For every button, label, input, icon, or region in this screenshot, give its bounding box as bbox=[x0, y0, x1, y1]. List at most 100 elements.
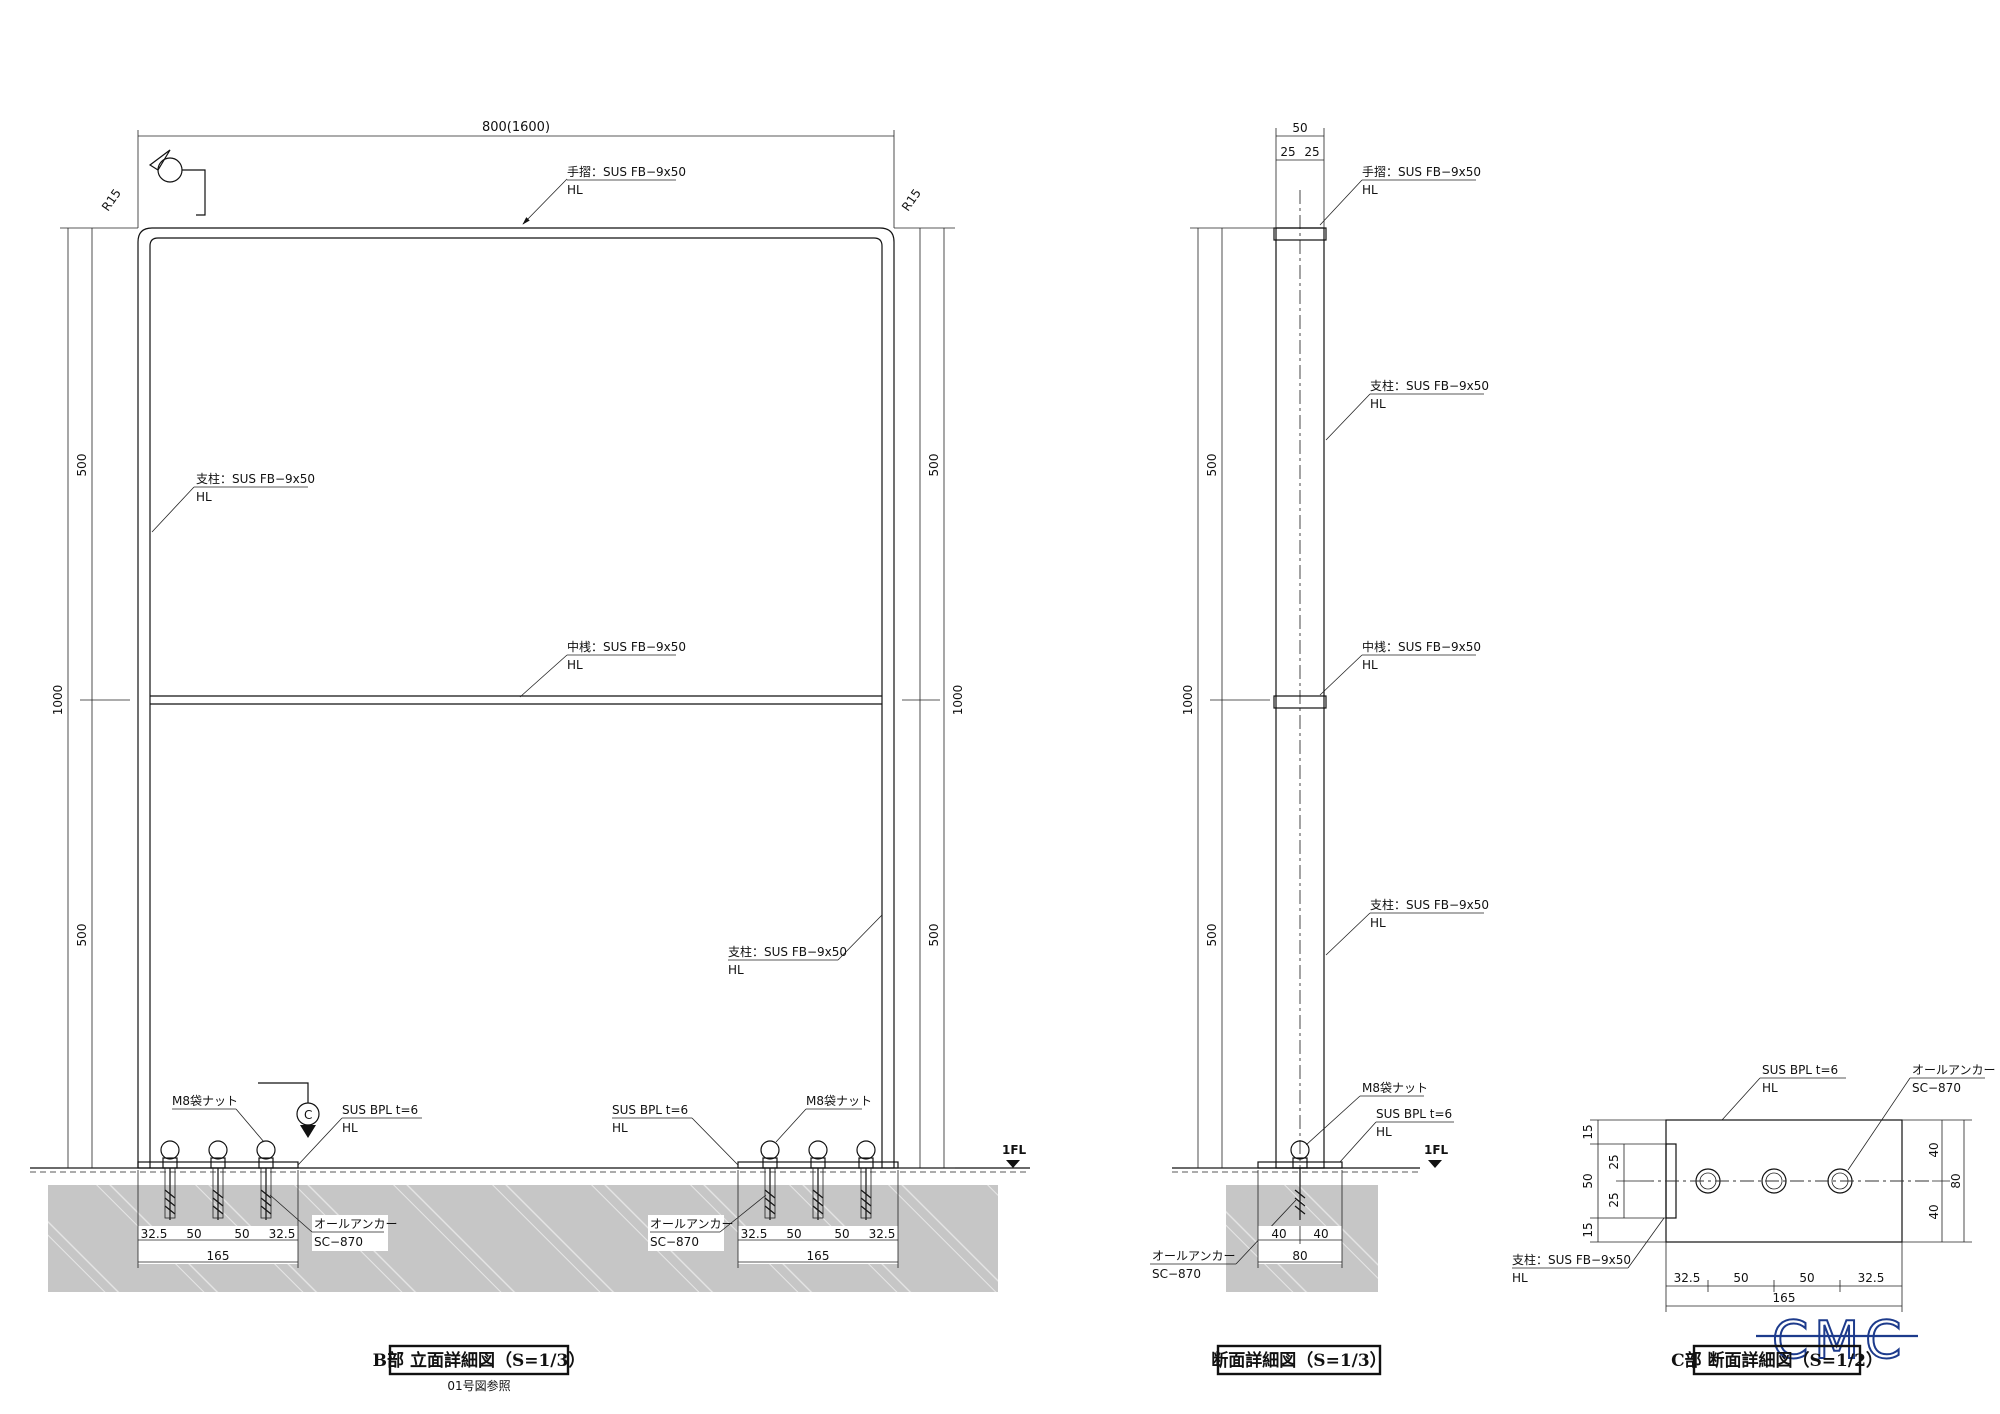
detc-right-dim-0: 40 bbox=[1927, 1142, 1941, 1157]
detail-c-bottom-dims: 32.5 50 50 32.5 165 bbox=[1665, 1242, 1903, 1312]
left-dim-total: 1000 bbox=[51, 685, 65, 716]
base-dims-right: 32.5 50 50 32.5 165 bbox=[737, 1170, 899, 1268]
elev-anchor-right-label: オールアンカー bbox=[650, 1217, 734, 1231]
cmc-logo: CMC bbox=[1756, 1310, 1918, 1372]
elev-plate-left-label: SUS BPL t=6 bbox=[342, 1103, 418, 1117]
elev-plate-right-finish: HL bbox=[612, 1121, 628, 1135]
detc-anchor-label: オールアンカー bbox=[1912, 1063, 1996, 1077]
elevation-title-box bbox=[388, 1344, 570, 1376]
sec-midrail-finish: HL bbox=[1362, 658, 1378, 672]
detc-left-dim-0: 15 bbox=[1581, 1124, 1595, 1139]
elevation-title: B部 立面詳細図（S=1/3） bbox=[373, 1350, 586, 1371]
detc-bottom-dim-2: 50 bbox=[1799, 1271, 1814, 1285]
anchor-bolts-right bbox=[760, 1140, 876, 1220]
sec-handrail-label: 手摺：SUS FB−9x50 bbox=[1362, 164, 1481, 179]
base-dim-right-0: 32.5 bbox=[741, 1227, 768, 1241]
section-base-total: 80 bbox=[1292, 1249, 1307, 1263]
frame-inner bbox=[149, 237, 883, 1168]
sec-midrail-label: 中桟：SUS FB−9x50 bbox=[1362, 639, 1481, 654]
elev-midrail-label: 中桟：SUS FB−9x50 bbox=[567, 639, 686, 654]
detc-plate-finish: HL bbox=[1762, 1081, 1778, 1095]
detc-post-label: 支柱：SUS FB−9x50 bbox=[1512, 1252, 1631, 1267]
floor-label-section: 1FL bbox=[1424, 1143, 1449, 1157]
section-base-dim-0: 40 bbox=[1271, 1227, 1286, 1241]
elevation-view: 800(1600) R15 R15 500 500 1000 500 bbox=[30, 120, 1030, 1393]
detc-post-finish: HL bbox=[1512, 1271, 1528, 1285]
base-total-right: 165 bbox=[807, 1249, 830, 1263]
detc-bottom-dim-1: 50 bbox=[1733, 1271, 1748, 1285]
sec-plate-label: SUS BPL t=6 bbox=[1376, 1107, 1452, 1121]
detc-left-dim-2: 25 bbox=[1607, 1192, 1621, 1207]
base-dim-left-0: 32.5 bbox=[141, 1227, 168, 1241]
frame-outer bbox=[137, 227, 895, 1168]
base-dim-right-3: 32.5 bbox=[869, 1227, 896, 1241]
left-dim-lower: 500 bbox=[75, 924, 89, 947]
base-plate-left bbox=[137, 1161, 299, 1169]
detc-left-dim-3: 15 bbox=[1581, 1222, 1595, 1237]
right-dim-lower: 500 bbox=[927, 924, 941, 947]
anchor-bolts-left bbox=[160, 1140, 276, 1220]
section-dim-total: 1000 bbox=[1181, 685, 1195, 716]
detail-c-view: SUS BPL t=6 HL オールアンカー SC−870 支柱：SUS FB−… bbox=[1512, 1063, 1996, 1376]
section-base-dims: 40 40 80 bbox=[1257, 1170, 1343, 1268]
sec-post-upper-label: 支柱：SUS FB−9x50 bbox=[1370, 378, 1489, 393]
elev-nut-left-label: M8袋ナット bbox=[172, 1094, 238, 1108]
section-half-dim-1: 25 bbox=[1304, 145, 1319, 159]
elev-post-left-label: 支柱：SUS FB−9x50 bbox=[196, 471, 315, 486]
section-anchor-bolt bbox=[1290, 1140, 1310, 1220]
base-total-left: 165 bbox=[207, 1249, 230, 1263]
base-dims-left: 32.5 50 50 32.5 165 bbox=[137, 1170, 299, 1268]
section-title-box bbox=[1216, 1344, 1382, 1376]
base-dim-left-3: 32.5 bbox=[269, 1227, 296, 1241]
detc-bottom-dim-3: 32.5 bbox=[1858, 1271, 1885, 1285]
floor-marker-section: 1FL bbox=[1424, 1143, 1449, 1168]
sec-handrail-finish: HL bbox=[1362, 183, 1378, 197]
left-height-dims: 500 500 1000 bbox=[51, 227, 138, 1169]
sec-post-upper-finish: HL bbox=[1370, 397, 1386, 411]
detc-right-total: 80 bbox=[1949, 1173, 1963, 1188]
detail-c-left-dims: 15 25 25 15 50 bbox=[1581, 1119, 1666, 1243]
section-marker-top bbox=[148, 149, 206, 216]
section-marker-bottom: C bbox=[258, 1082, 320, 1138]
detail-c-title: C部 断面詳細図（S=1/2） bbox=[1671, 1350, 1883, 1371]
detc-bottom-total: 165 bbox=[1773, 1291, 1796, 1305]
right-dim-total: 1000 bbox=[951, 685, 965, 716]
detc-left-mid: 50 bbox=[1581, 1173, 1595, 1188]
floor-label-elevation: 1FL bbox=[1002, 1143, 1027, 1157]
elev-post-right-finish: HL bbox=[728, 963, 744, 977]
sec-post-lower-label: 支柱：SUS FB−9x50 bbox=[1370, 897, 1489, 912]
sec-anchor-code: SC−870 bbox=[1152, 1267, 1201, 1281]
elev-plate-left-finish: HL bbox=[342, 1121, 358, 1135]
right-dim-upper: 500 bbox=[927, 454, 941, 477]
left-dim-upper: 500 bbox=[75, 454, 89, 477]
detc-bottom-dim-0: 32.5 bbox=[1674, 1271, 1701, 1285]
base-dim-right-1: 50 bbox=[786, 1227, 801, 1241]
sec-nut-label: M8袋ナット bbox=[1362, 1081, 1428, 1095]
section-title: 断面詳細図（S=1/3） bbox=[1211, 1350, 1386, 1371]
section-width-dim: 50 bbox=[1292, 121, 1307, 135]
detc-left-dim-1: 25 bbox=[1607, 1154, 1621, 1169]
base-dim-right-2: 50 bbox=[834, 1227, 849, 1241]
section-mark-letter: C bbox=[304, 1108, 312, 1122]
base-plate-right bbox=[737, 1161, 899, 1169]
detc-anchor-code: SC−870 bbox=[1912, 1081, 1961, 1095]
base-dim-left-2: 50 bbox=[234, 1227, 249, 1241]
radius-left-label: R15 bbox=[99, 186, 124, 213]
elevation-note: 01号図参照 bbox=[447, 1378, 510, 1393]
elev-nut-right-label: M8袋ナット bbox=[806, 1094, 872, 1108]
section-height-dims: 500 500 1000 bbox=[1181, 227, 1276, 1169]
section-handrail bbox=[1273, 227, 1327, 241]
section-dim-upper: 500 bbox=[1205, 454, 1219, 477]
sec-anchor-label: オールアンカー bbox=[1152, 1249, 1236, 1263]
floor-marker-elevation: 1FL bbox=[1002, 1143, 1027, 1168]
detc-right-dim-1: 40 bbox=[1927, 1204, 1941, 1219]
detail-c-title-box bbox=[1692, 1344, 1862, 1376]
base-dim-left-1: 50 bbox=[186, 1227, 201, 1241]
elev-anchor-left-label: オールアンカー bbox=[314, 1217, 398, 1231]
right-height-dims: 500 500 1000 bbox=[894, 227, 965, 1169]
elev-handrail-label: 手摺：SUS FB−9x50 bbox=[567, 164, 686, 179]
section-view: 50 25 25 500 500 1000 手摺：SUS FB−9x50 HL … bbox=[1150, 121, 1489, 1376]
elev-midrail-finish: HL bbox=[567, 658, 583, 672]
elev-handrail-finish: HL bbox=[567, 183, 583, 197]
